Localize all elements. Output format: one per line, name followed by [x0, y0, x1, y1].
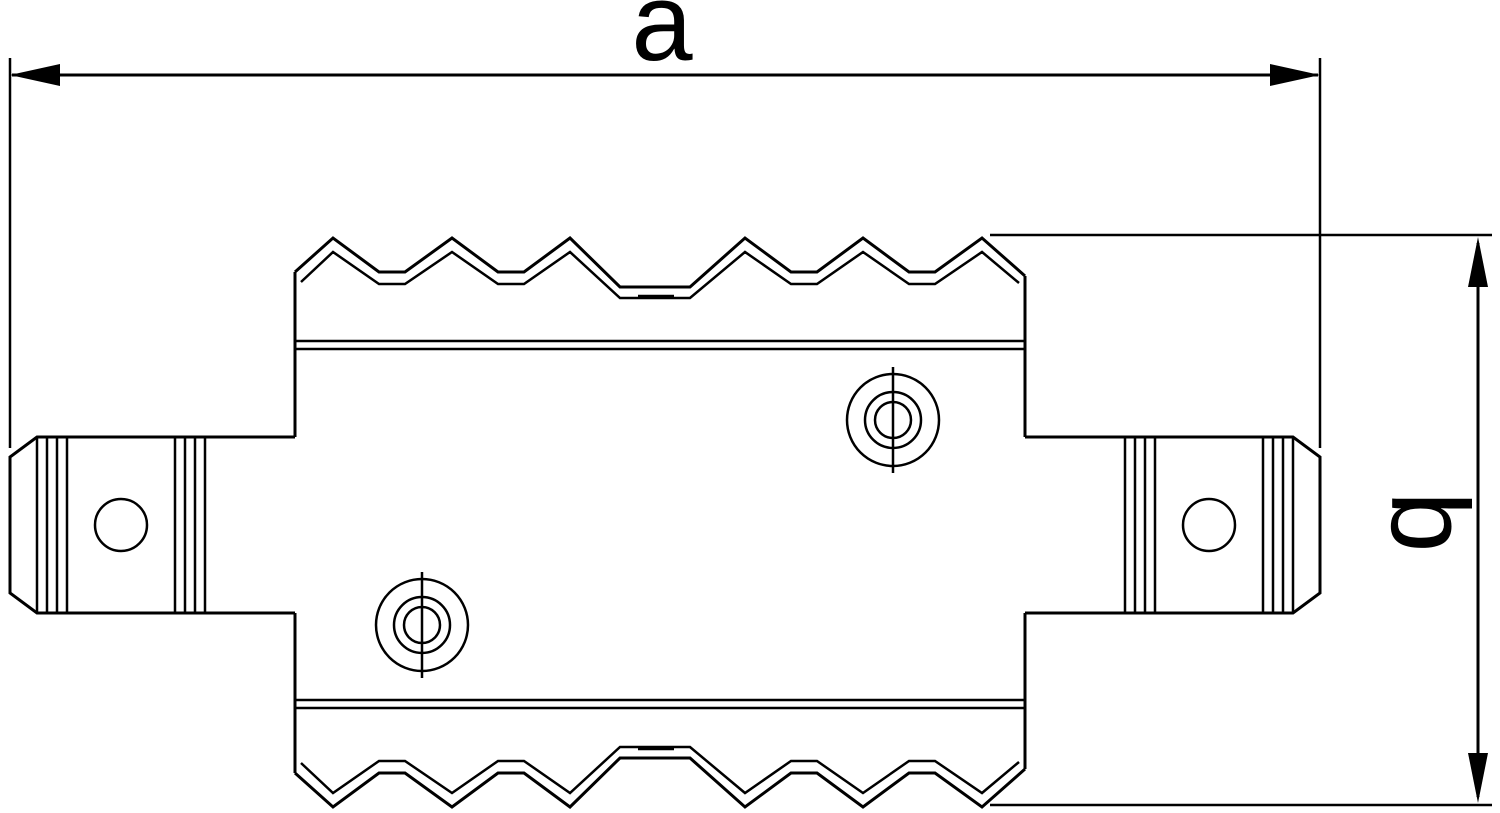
- dimension-a: a: [8, 0, 1322, 448]
- lower-fold-lines: [295, 698, 1025, 710]
- upper-fold-lines: [295, 339, 1025, 351]
- left-arm-hole: [93, 497, 149, 553]
- dimension-b-arrowhead-bottom-icon: [1468, 753, 1488, 803]
- top-serrated-edge-inner: [300, 250, 1020, 300]
- bottom-serrated-edge-inner: [300, 745, 1020, 795]
- left-arm-outline: [8, 435, 295, 615]
- upper-screw-emboss: [845, 367, 941, 473]
- left-arm: [8, 435, 295, 615]
- top-serrated-edge: [293, 236, 1026, 289]
- right-arm-outline: [1025, 435, 1322, 615]
- part-outline: [8, 236, 1322, 809]
- right-arm-hole: [1181, 497, 1237, 553]
- right-arm: [1025, 435, 1322, 615]
- lower-screw-emboss: [374, 572, 470, 678]
- dimension-b-label: b: [1368, 491, 1491, 552]
- plate-side-edges: [293, 272, 1027, 773]
- dimension-a-label: a: [631, 0, 693, 84]
- dimension-a-arrowhead-left-icon: [10, 64, 60, 86]
- left-arm-crimp-lines-inner: [173, 437, 207, 613]
- dimension-b: b: [990, 233, 1492, 807]
- bottom-serrated-edge: [293, 756, 1026, 809]
- dimension-a-arrowhead-right-icon: [1270, 64, 1320, 86]
- right-arm-crimp-lines-inner: [1123, 437, 1157, 613]
- dimension-b-arrowhead-top-icon: [1468, 237, 1488, 287]
- right-arm-crimp-lines-outer: [1261, 437, 1295, 613]
- left-arm-crimp-lines-outer: [35, 437, 69, 613]
